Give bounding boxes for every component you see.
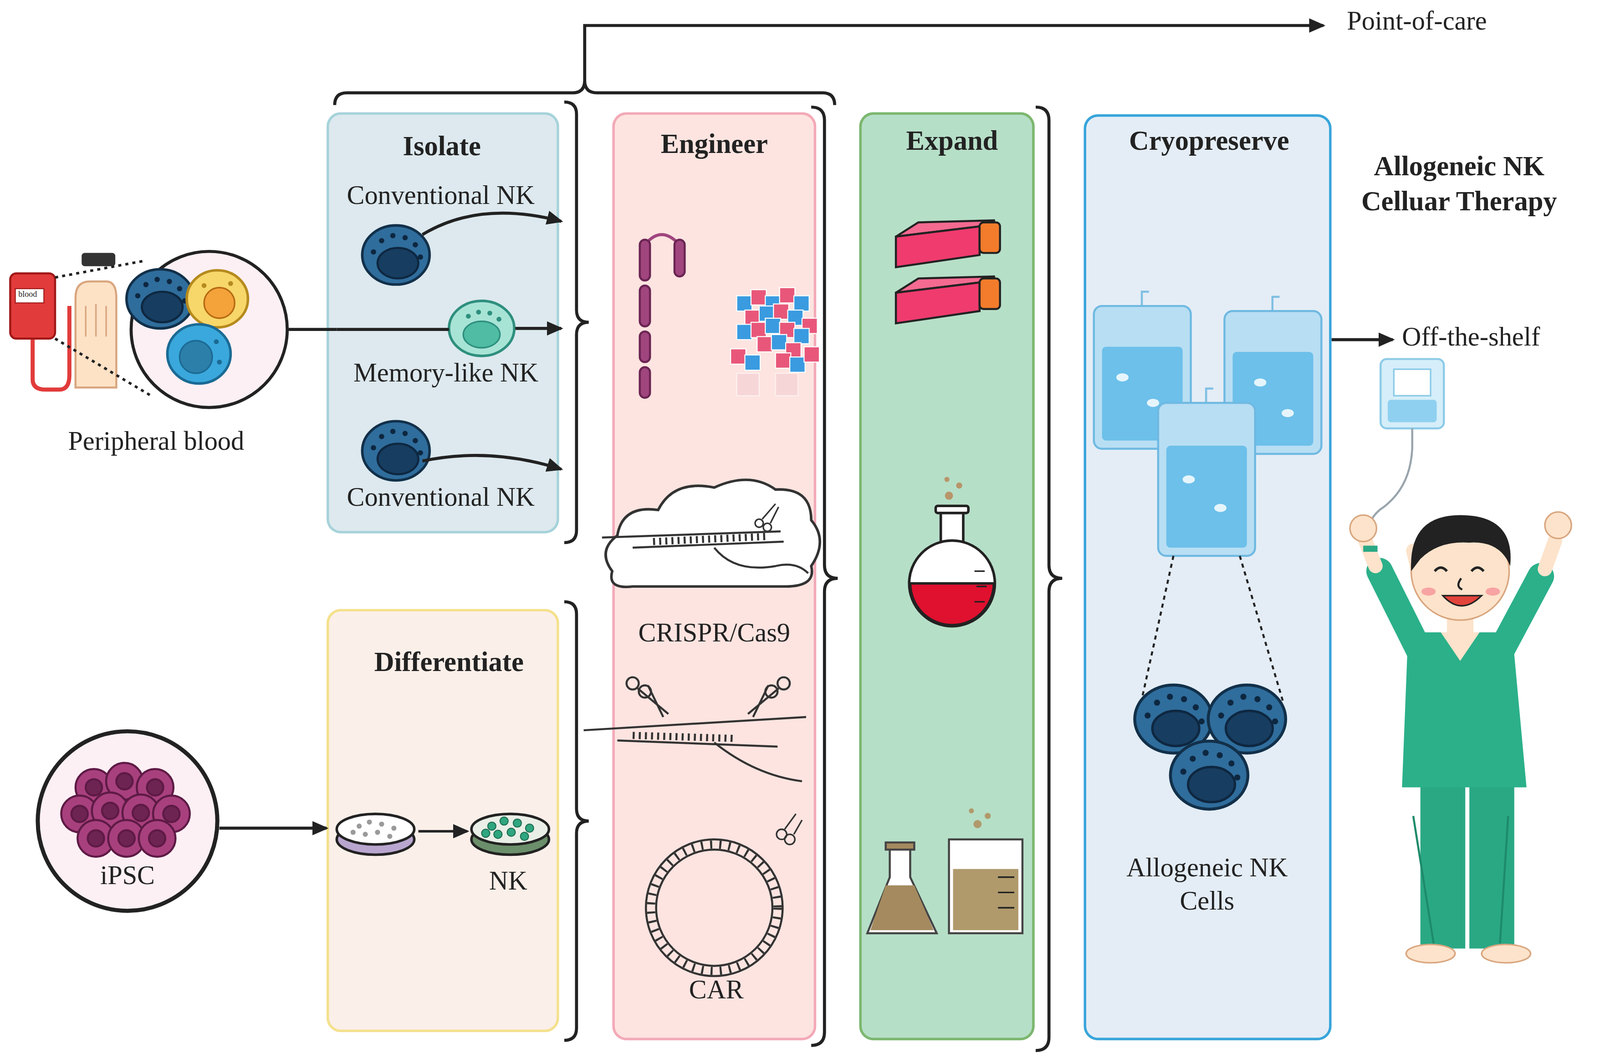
iv-bag — [1367, 428, 1413, 543]
patient-figure — [1365, 540, 1376, 567]
donor-arm — [85, 304, 107, 338]
stage-heading: Allogeneic NK Celluar Therapy — [1340, 149, 1578, 219]
blood-bag — [32, 306, 70, 390]
node-label: Allogeneic NK Cells — [1119, 852, 1295, 919]
bracket — [334, 80, 835, 106]
patient-figure — [1413, 551, 1424, 593]
stage-panel: EngineerCRISPR/Cas9CAR — [612, 112, 817, 1041]
patient-figure — [1349, 515, 1377, 542]
patient-figure — [1363, 546, 1378, 553]
iv-bag — [1393, 369, 1431, 396]
source-circle: iPSC — [35, 729, 220, 914]
donor-arm — [75, 253, 117, 389]
patient-figure — [1442, 595, 1482, 606]
bracket — [564, 102, 589, 543]
stage-panel: Expand — [858, 112, 1035, 1041]
node-label: Peripheral blood — [43, 425, 269, 459]
patient-figure — [1401, 632, 1527, 788]
patient-figure — [1440, 632, 1480, 662]
patient-figure — [1469, 775, 1515, 950]
patient-figure — [1544, 512, 1572, 539]
patient-figure — [1446, 612, 1474, 637]
patient-figure — [1405, 945, 1456, 964]
patient-figure — [1349, 512, 1572, 964]
blood-bag — [15, 288, 45, 303]
stage-heading: Isolate — [329, 129, 555, 165]
source-circle: Peripheral blood — [129, 250, 290, 410]
circle-outline — [129, 250, 290, 410]
patient-figure — [1379, 571, 1421, 654]
flow-label: Point-of-care — [1346, 5, 1487, 37]
patient-figure — [1544, 540, 1555, 570]
therapy-node: Allogeneic NK Celluar Therapy — [1392, 143, 1592, 1031]
iv-bag — [1380, 359, 1444, 429]
bracket — [564, 602, 589, 1041]
node-label: Memory-like NK — [336, 357, 556, 391]
flow-arrow — [219, 827, 327, 831]
circle-outline — [37, 731, 218, 911]
stage-heading: Differentiate — [336, 645, 562, 681]
bracket — [1035, 107, 1063, 1051]
product-node: Allogeneic NK Cells — [1096, 673, 1322, 929]
stage-heading: Expand — [867, 124, 1037, 159]
patient-figure — [1458, 578, 1462, 590]
tool-node: CRISPR/Cas9 — [617, 464, 813, 653]
patient-figure — [1413, 816, 1508, 944]
cell-node: Conventional NK — [331, 173, 558, 286]
node-label: Conventional NK — [329, 481, 553, 515]
flow-arrow — [1331, 338, 1393, 342]
bracket — [584, 25, 1324, 81]
patient-figure — [1410, 522, 1509, 621]
patient-figure — [1410, 515, 1511, 572]
circle-outline — [131, 251, 288, 408]
patient-figure — [1485, 587, 1500, 596]
node-label: Conventional NK — [329, 179, 553, 213]
dish-node: NK — [464, 796, 557, 899]
stage-panel: CryopreserveAllogeneic NK Cells — [1083, 114, 1332, 1041]
bag-label: blood — [18, 289, 37, 299]
stage-panel: IsolateConventional NK Memory-like NK Conv… — [326, 112, 560, 534]
stage-panel: DifferentiateNK — [326, 609, 560, 1033]
cell-node: Memory-like NK — [336, 297, 557, 390]
cell-node: Conventional NK — [331, 413, 558, 521]
stage-heading: Cryopreserve — [1090, 124, 1328, 159]
patient-figure — [1434, 567, 1484, 572]
node-label: CAR — [654, 974, 778, 1008]
node-label: CRISPR/Cas9 — [617, 617, 812, 651]
blood-bag — [10, 273, 56, 339]
tool-node: CAR — [622, 821, 812, 1016]
node-label: NK — [472, 865, 544, 899]
blood-bag — [10, 273, 70, 390]
iv-bag — [1387, 399, 1437, 423]
stage-heading: Engineer — [617, 127, 812, 163]
donor-arm — [81, 253, 116, 267]
node-label: iPSC — [76, 860, 179, 894]
patient-figure — [1499, 576, 1541, 654]
patient-figure — [1421, 587, 1436, 596]
patient-figure — [1481, 945, 1531, 964]
patient-figure — [1420, 775, 1466, 950]
donor-arm — [75, 281, 117, 388]
edge-label: Off-the-shelf — [1401, 322, 1540, 353]
iv-bag — [1367, 359, 1445, 543]
zoom-leader — [55, 261, 144, 278]
